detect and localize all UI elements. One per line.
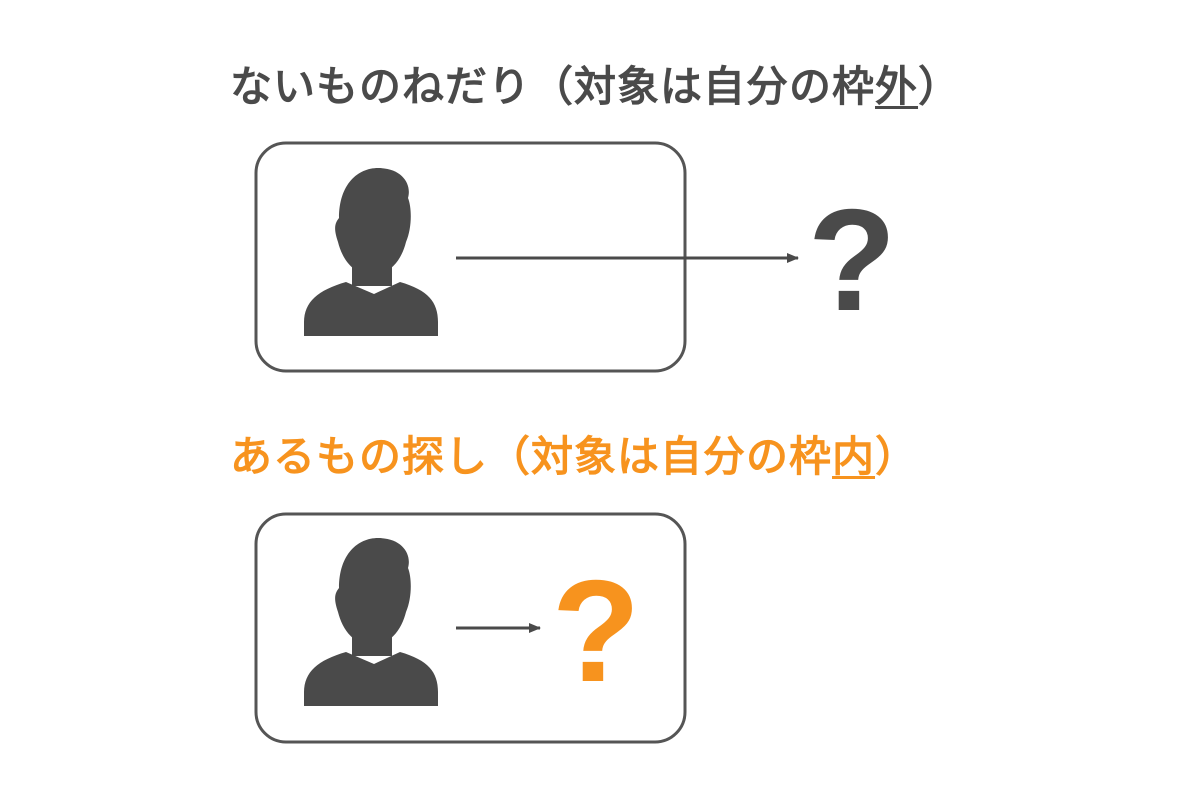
bottom-question-mark: ? — [552, 550, 641, 712]
top-heading-end: ） — [918, 62, 962, 111]
bottom-heading-underlined: 内 — [832, 432, 876, 481]
top-heading-underlined: 外 — [875, 62, 919, 111]
bottom-heading-main: あるもの探し（対象は自分の枠 — [230, 432, 833, 481]
bottom-heading: あるもの探し（対象は自分の枠内） — [230, 436, 918, 478]
bottom-heading-end: ） — [875, 432, 919, 481]
top-question-mark: ? — [808, 179, 897, 341]
top-heading-main: ないものねだり（対象は自分の枠 — [230, 62, 876, 111]
bottom-frame — [254, 512, 687, 744]
person-silhouette-icon — [304, 168, 438, 336]
top-heading: ないものねだり（対象は自分の枠外） — [230, 66, 961, 108]
person-silhouette-icon — [304, 538, 438, 706]
